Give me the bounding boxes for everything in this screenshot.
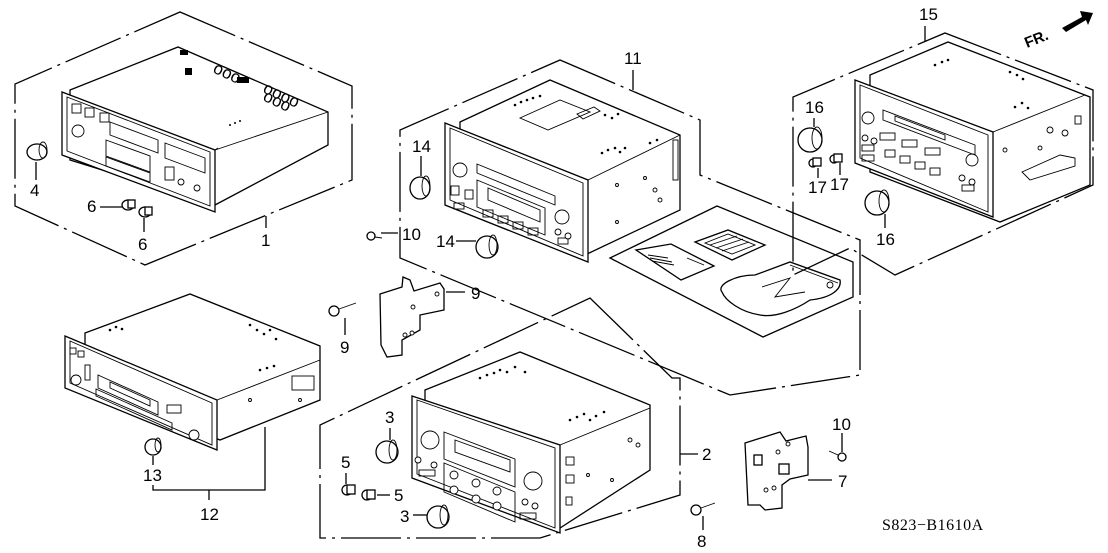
screw-9a[interactable] [328,302,357,317]
callout-4: 4 [30,181,39,200]
callout-16a: 16 [805,98,824,117]
callout-11: 11 [624,49,642,68]
screw-10b[interactable] [828,450,847,462]
knob-3b[interactable] [426,504,450,529]
group-boundary-11 [399,59,861,396]
group-boundary-1 [14,11,353,266]
knob-14b[interactable] [475,234,499,259]
radio-unit-12[interactable] [64,293,321,451]
knob-6b[interactable] [138,206,153,218]
assembly-group-11: 11 [399,49,861,396]
callout-3a: 3 [385,408,394,427]
knob-16a[interactable] [797,126,823,153]
callout-3b: 3 [400,507,409,526]
callout-8: 9 [471,284,480,303]
knob-3a[interactable] [375,439,399,464]
assembly-group-2: 2 [319,297,711,539]
callout-16b: 16 [876,230,895,249]
callout-10a: 10 [402,225,421,244]
screw-10a[interactable] [366,231,383,241]
knob-5a[interactable] [341,484,356,496]
radio-unit-15[interactable] [854,41,1091,223]
warranty-card[interactable] [693,229,767,261]
callout-17b: 17 [830,175,849,194]
owners-manual[interactable] [634,243,716,281]
callout-6b: 6 [138,235,147,254]
callout-5a: 5 [341,453,350,472]
screw-9b[interactable] [690,502,716,516]
radio-unit-2[interactable] [411,351,651,534]
knob-17a[interactable] [808,157,822,168]
radio-unit-11[interactable] [444,79,681,263]
callout-6a: 6 [87,197,96,216]
knob-6a[interactable] [121,199,136,211]
callout-9a: 9 [340,338,349,357]
callout-15: 15 [919,5,938,24]
callout-7: 7 [838,472,847,491]
callout-1: 1 [261,231,270,250]
callout-5b: 5 [394,486,403,505]
callout-13: 13 [143,466,162,485]
group-boundary-2 [319,297,681,539]
front-arrow-icon [1062,11,1093,32]
knob-5b[interactable] [361,489,376,501]
orientation-label: FR. [1022,27,1051,52]
callout-17a: 17 [808,178,827,197]
assembly-group-15: 15 [792,5,1094,277]
callout-14b: 14 [436,232,455,251]
bracket-8[interactable] [379,276,445,358]
radio-unit-1[interactable]: ooo oooo ooo [61,46,329,213]
knob-13[interactable] [144,437,162,456]
accessory-boundary [608,205,854,338]
knob-17b[interactable] [829,153,843,164]
knob-14a[interactable] [409,175,431,200]
callout-12: 12 [200,505,219,524]
group-boundary-15 [792,32,1094,277]
accessory-bag[interactable] [720,261,841,317]
assembly-group-1: ooo oooo ooo 4 6 6 1 [14,11,353,266]
bracket-7-group: 7 10 8 [690,415,851,551]
bracket-7[interactable] [744,431,809,511]
callout-14a: 14 [412,137,431,156]
callout-9b: 8 [697,532,706,551]
knob-16b[interactable] [864,189,890,216]
bracket-8-group: 10 9 9 [328,225,480,358]
callout-2: 2 [702,445,711,464]
callout-10b: 10 [832,415,851,434]
diagram-code: S823−B1610A [882,517,984,534]
knob-4[interactable] [26,141,48,161]
assembly-group-12: 13 12 [64,293,321,524]
accessory-group [608,205,854,338]
